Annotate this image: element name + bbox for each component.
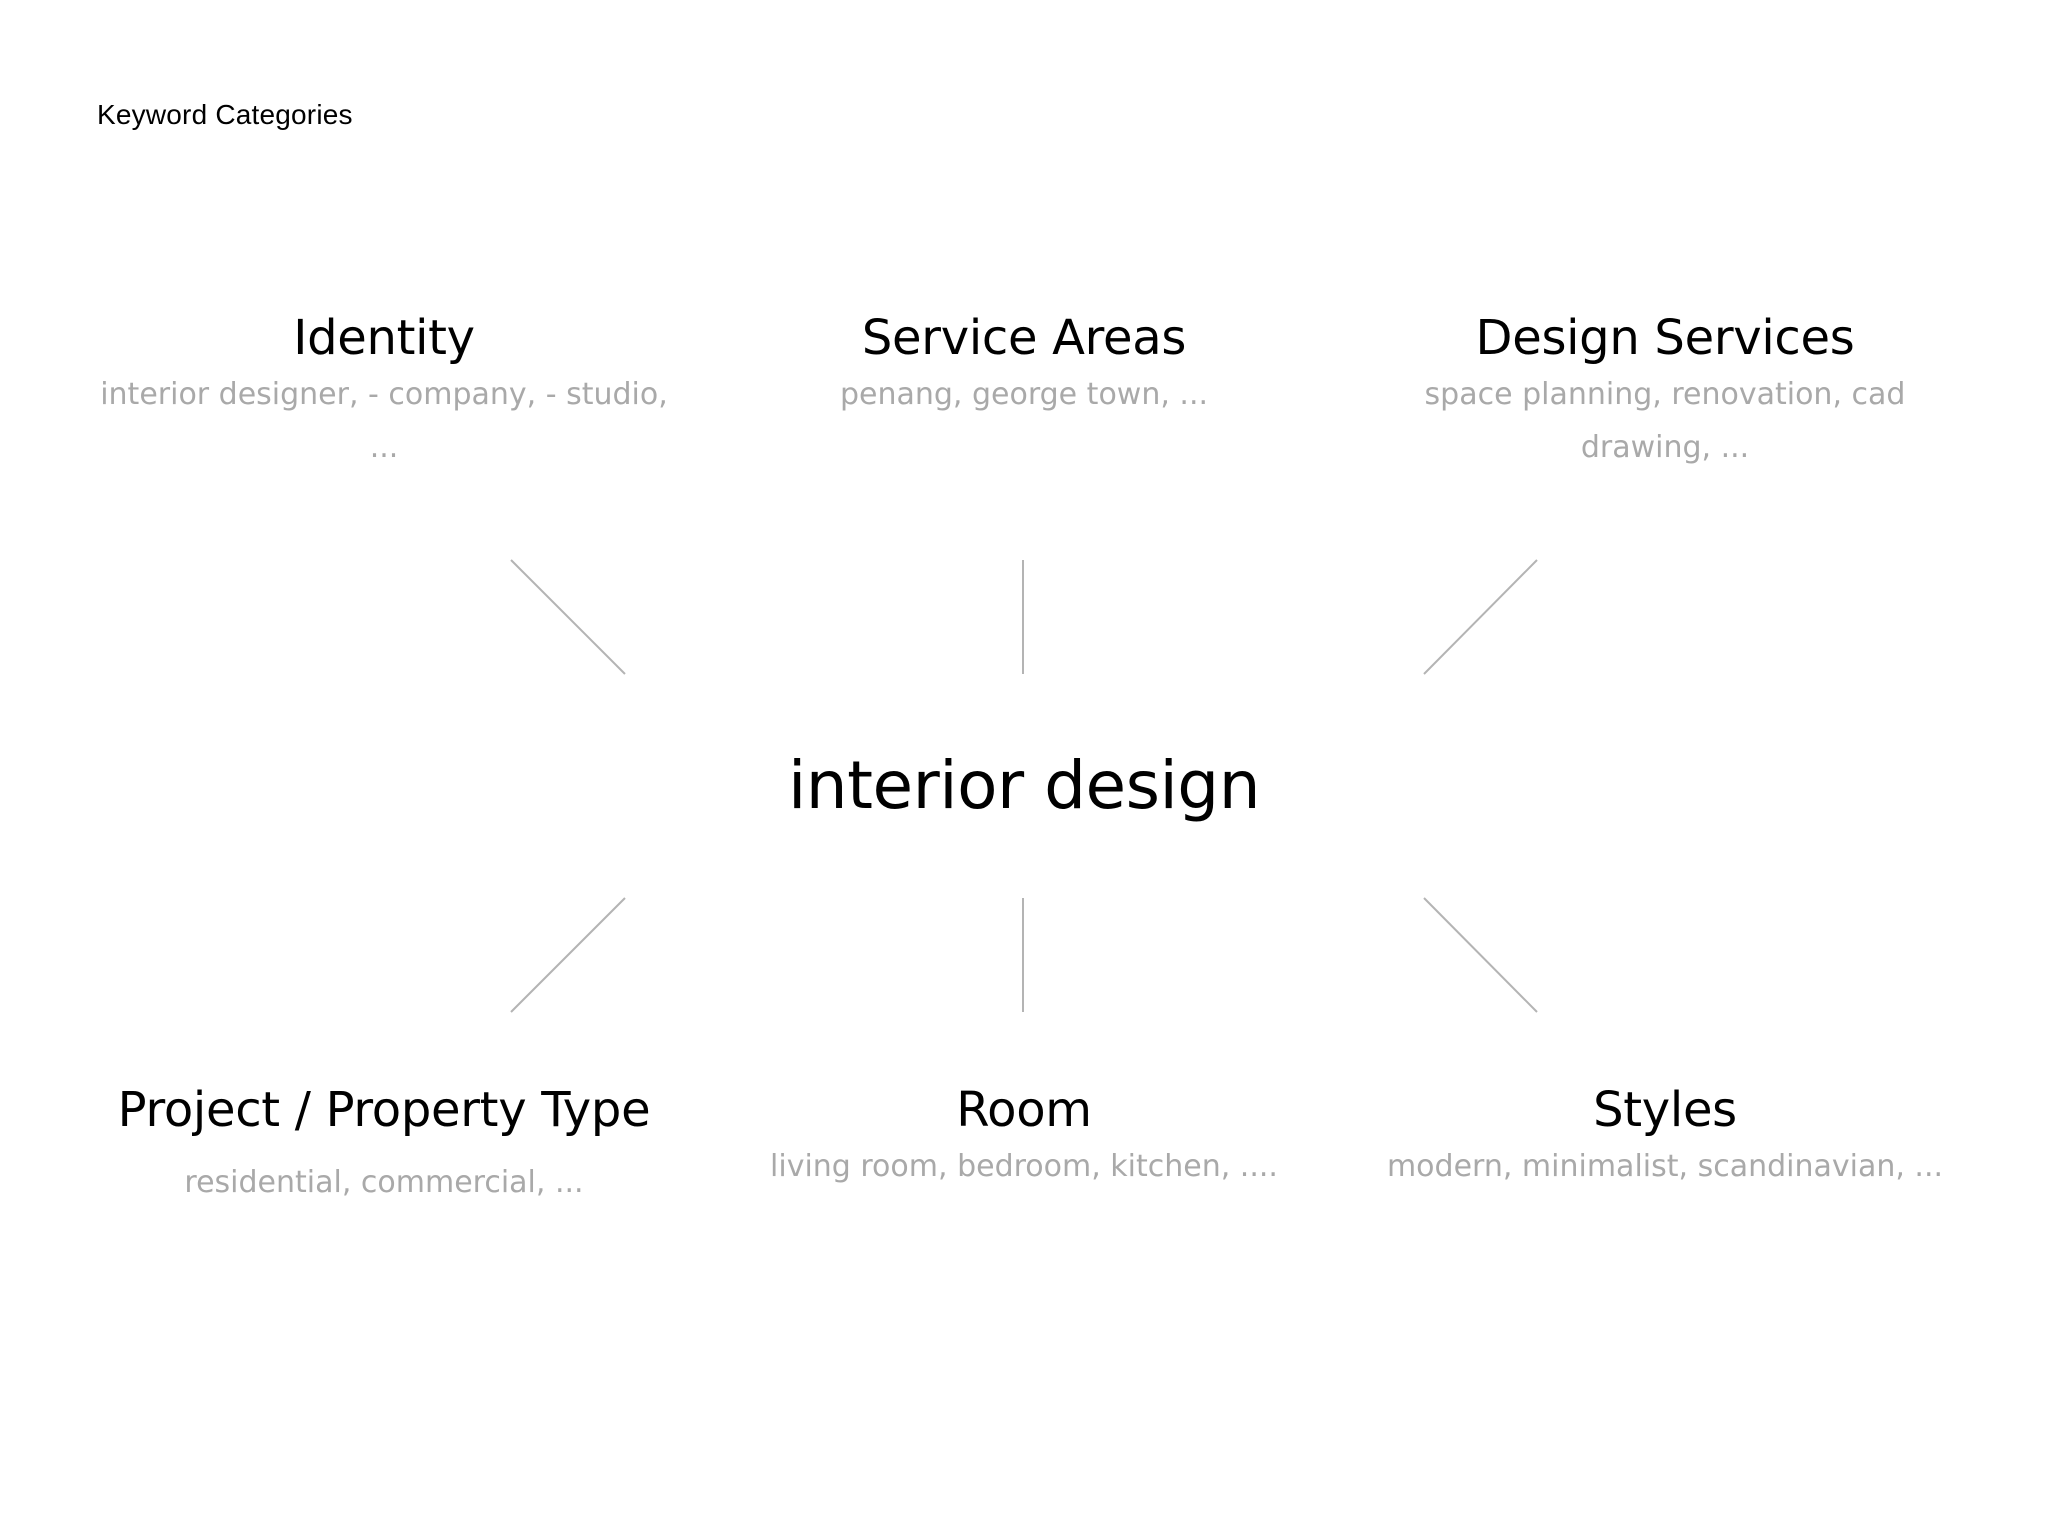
connector-project-type — [510, 897, 626, 1013]
connector-styles — [1423, 897, 1538, 1013]
category-title: Project / Property Type — [117, 1082, 651, 1138]
category-title: Design Services — [1475, 310, 1855, 366]
category-title: Room — [956, 1082, 1092, 1138]
category-design-services: Design Services space planning, renovati… — [1355, 308, 1975, 474]
category-project-property-type: Project / Property Type residential, com… — [74, 1080, 694, 1209]
category-title: Styles — [1593, 1082, 1737, 1138]
category-room: Room living room, bedroom, kitchen, .... — [714, 1080, 1334, 1193]
category-keywords: interior designer, - company, - studio, … — [100, 377, 668, 465]
category-title: Identity — [293, 310, 475, 366]
connector-design-services — [1423, 559, 1538, 675]
category-keywords: living room, bedroom, kitchen, .... — [770, 1149, 1278, 1184]
category-service-areas: Service Areas penang, george town, ... — [714, 308, 1334, 421]
category-keywords: space planning, renovation, cad drawing,… — [1424, 377, 1906, 465]
center-term: interior design — [787, 747, 1261, 824]
category-title: Service Areas — [861, 310, 1187, 366]
category-keywords: residential, commercial, ... — [184, 1165, 584, 1200]
category-styles: Styles modern, minimalist, scandinavian,… — [1355, 1080, 1975, 1193]
category-keywords: penang, george town, ... — [839, 377, 1209, 412]
category-identity: Identity interior designer, - company, -… — [74, 308, 694, 474]
page-title: Keyword Categories — [97, 99, 353, 130]
category-keywords: modern, minimalist, scandinavian, ... — [1386, 1149, 1944, 1184]
connector-identity — [510, 559, 626, 675]
